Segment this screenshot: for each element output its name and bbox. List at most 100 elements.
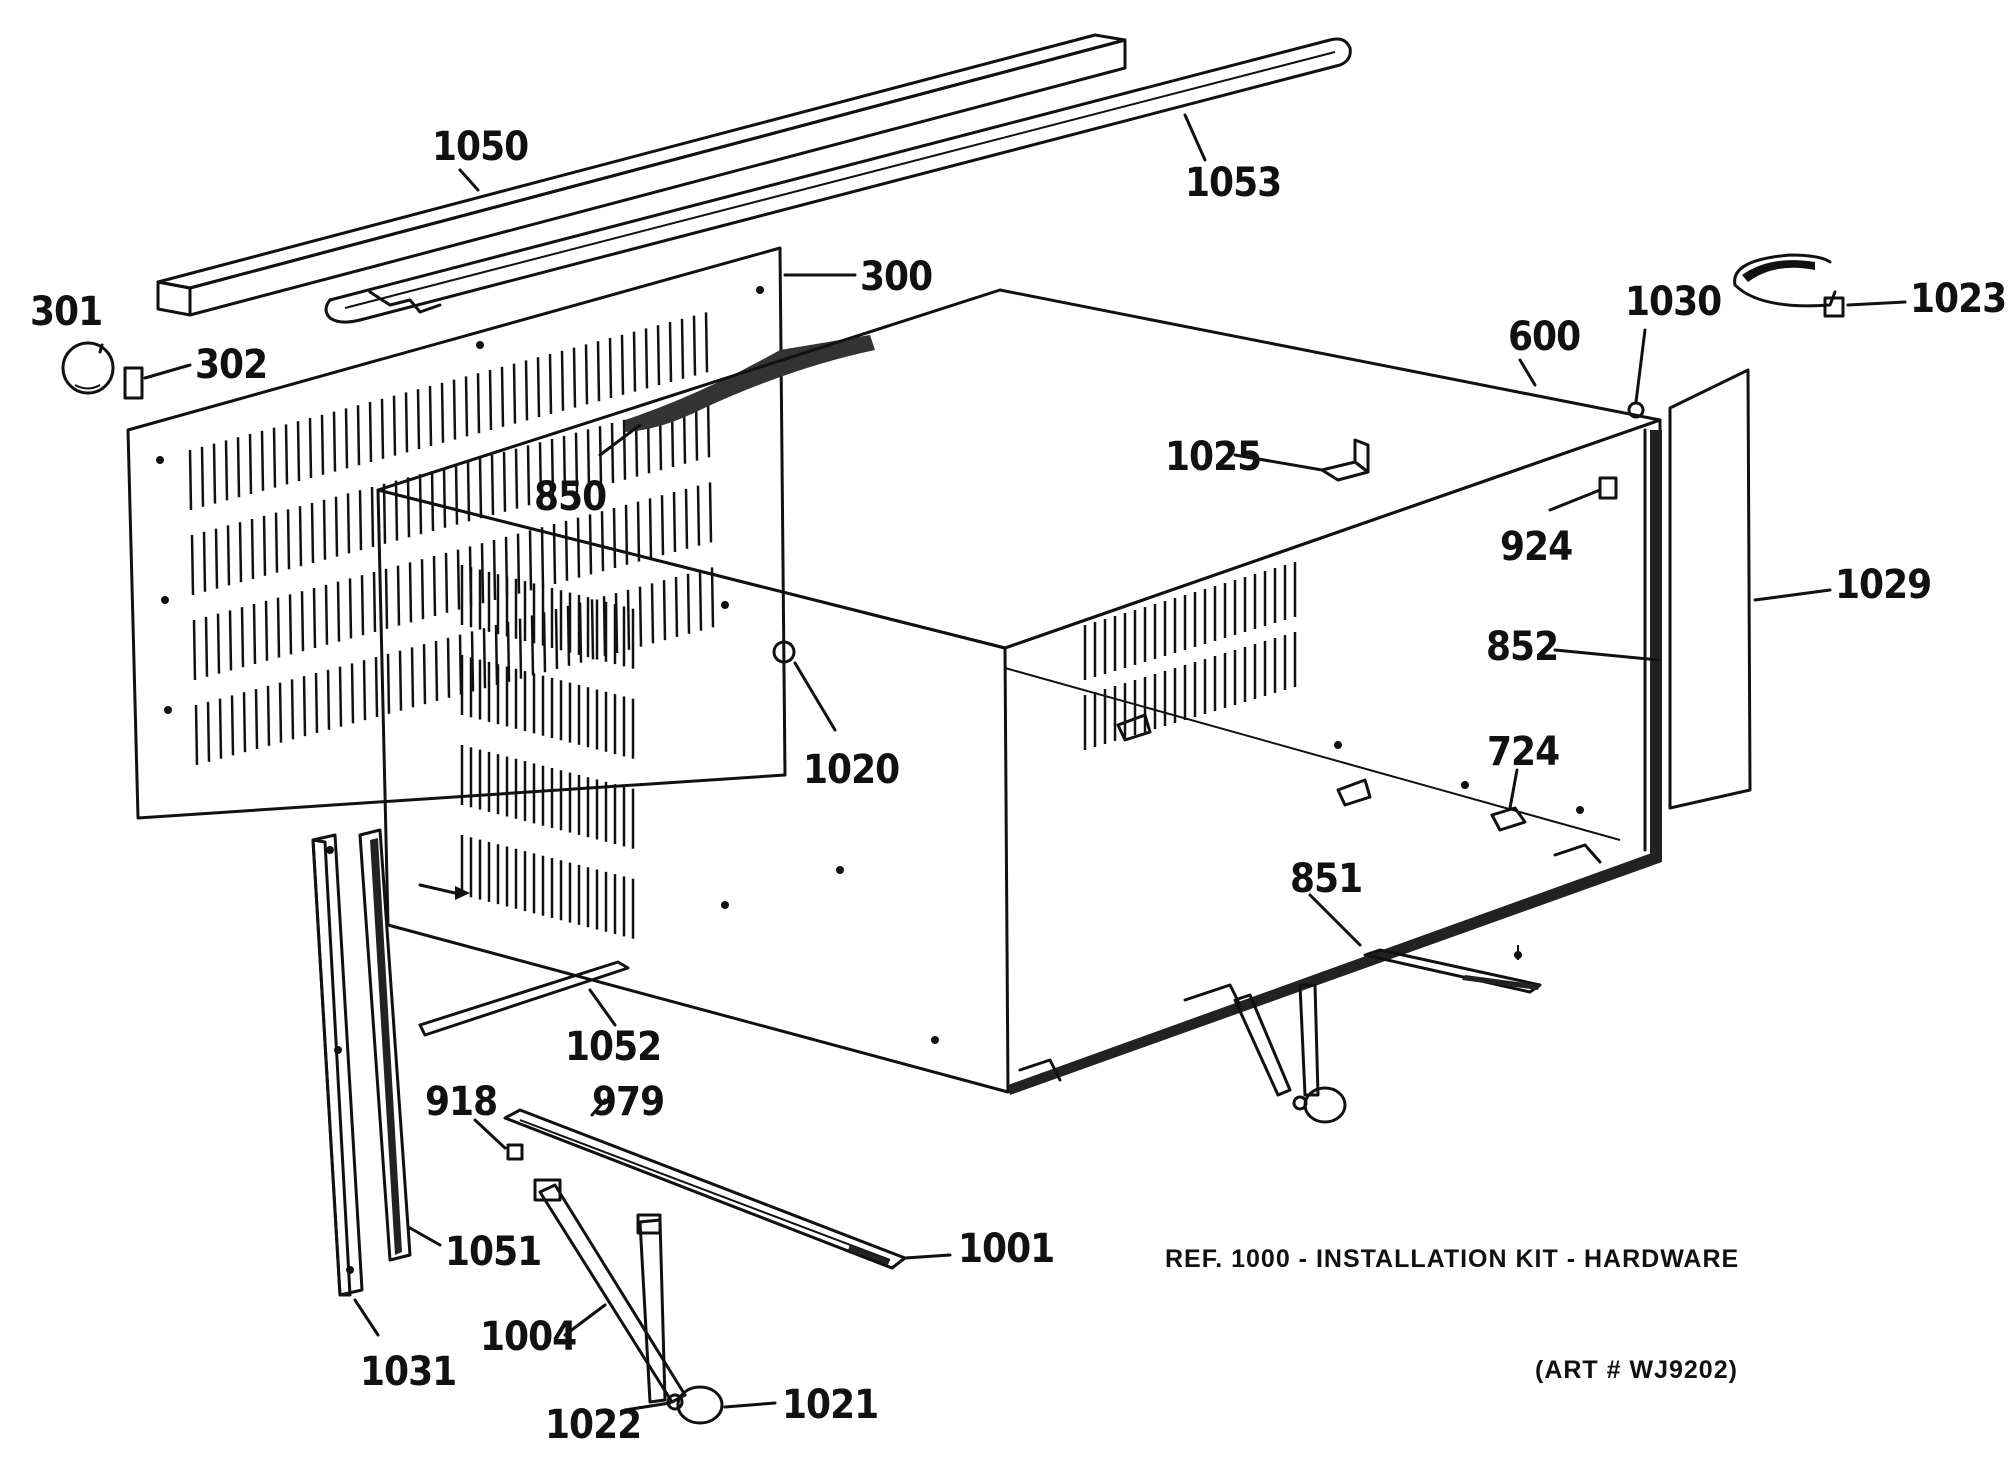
- louver-slot: [406, 477, 411, 538]
- louver-slot: [348, 578, 353, 639]
- louver-slot: [636, 501, 641, 562]
- louver-slot: [290, 679, 295, 740]
- louver-slot: [516, 533, 521, 594]
- louver-slot: [296, 421, 301, 482]
- louver-slot: [576, 517, 581, 578]
- louver-slot: [242, 692, 247, 753]
- louver-slot: [212, 443, 217, 504]
- callout-918: 918: [425, 1079, 497, 1125]
- louver-slot: [514, 448, 519, 509]
- louver-slot: [396, 565, 401, 626]
- callout-1020: 1020: [803, 747, 899, 793]
- louver-slot: [262, 515, 267, 576]
- louver-slot: [614, 592, 619, 654]
- louver-slot: [224, 440, 229, 501]
- part-1025-bracket: [1320, 438, 1370, 482]
- louver-slot: [488, 369, 493, 431]
- louver-slot: [492, 539, 497, 601]
- louver-slot: [248, 433, 253, 495]
- louver-slot: [398, 650, 403, 711]
- louver-slot: [286, 509, 291, 570]
- louver-slot: [202, 531, 207, 592]
- callout-600: 600: [1508, 314, 1580, 360]
- callout-1030: 1030: [1625, 279, 1721, 325]
- louver-slot: [502, 451, 507, 512]
- louver-slot: [434, 640, 439, 702]
- louver-slot: [456, 549, 461, 610]
- callout-1001: 1001: [958, 1226, 1054, 1272]
- louver-slot: [560, 350, 565, 411]
- louver-slot: [418, 474, 423, 535]
- louver-slot: [218, 698, 223, 759]
- louver-slot: [386, 653, 391, 714]
- louver-slot: [310, 502, 315, 564]
- louver-slot: [368, 401, 373, 463]
- part-600-cabinet: [376, 288, 1662, 1095]
- louver-slot: [408, 562, 413, 623]
- part-1020-plug: [772, 640, 796, 664]
- louver-slot: [404, 392, 409, 453]
- louver-slot: [200, 446, 205, 507]
- louver-slot: [336, 581, 341, 642]
- callout-1021: 1021: [782, 1382, 878, 1428]
- louver-slot: [284, 424, 289, 485]
- callout-924: 924: [1500, 524, 1572, 570]
- louver-slot: [288, 594, 293, 655]
- louver-slot: [440, 382, 445, 443]
- louver-slot: [548, 353, 553, 415]
- louver-slot: [312, 587, 317, 649]
- callout-724: 724: [1487, 729, 1559, 775]
- louver-slot: [566, 605, 571, 666]
- louver-slot: [600, 511, 605, 572]
- louver-slot: [536, 357, 541, 418]
- part-724-clip: [1490, 806, 1527, 832]
- louver-slot: [350, 663, 355, 724]
- louver-slot: [454, 464, 459, 525]
- louver-slot: [528, 530, 533, 591]
- louver-slot: [530, 615, 535, 676]
- callout-301: 301: [30, 289, 102, 335]
- louver-slot: [358, 490, 363, 551]
- louver-slot: [314, 672, 319, 734]
- louver-slot: [632, 331, 637, 392]
- louver-slot: [644, 328, 649, 389]
- callout-979: 979: [592, 1079, 664, 1125]
- louver-slot: [380, 398, 385, 459]
- callout-852: 852: [1486, 624, 1558, 670]
- louver-slot: [444, 552, 449, 613]
- louver-slot: [264, 600, 269, 661]
- louver-slot: [420, 559, 425, 620]
- louver-slot: [332, 411, 337, 472]
- louver-slot: [650, 583, 655, 644]
- louver-slot: [236, 437, 241, 498]
- louver-slot: [300, 591, 305, 652]
- louver-slot: [278, 682, 283, 743]
- louver-slot: [356, 405, 361, 466]
- louver-slot: [638, 586, 643, 647]
- screw: [418, 883, 470, 900]
- louver-slot: [384, 568, 389, 629]
- louver-slot: [322, 499, 327, 560]
- louver-slot: [320, 414, 325, 475]
- louver-slot: [662, 580, 667, 641]
- part-1050-rail: [156, 33, 1127, 317]
- louver-slot: [382, 483, 387, 544]
- louver-slot: [584, 344, 589, 405]
- louver-slot: [392, 395, 397, 456]
- louver-slot: [432, 555, 437, 617]
- louver-slot: [672, 491, 677, 553]
- callout-1029: 1029: [1835, 562, 1931, 608]
- louver-slot: [204, 616, 209, 677]
- louver-slot: [490, 454, 495, 516]
- louver-slot: [266, 685, 271, 746]
- louver-slot: [308, 417, 313, 479]
- part-300-front-grille: [126, 246, 787, 820]
- louver-slot: [656, 325, 661, 386]
- louver-slot: [430, 470, 435, 532]
- callout-1023: 1023: [1910, 276, 2006, 322]
- louver-slot: [346, 493, 351, 554]
- louver-slot: [416, 389, 421, 450]
- callout-851: 851: [1290, 856, 1362, 902]
- louver-slot: [482, 628, 487, 689]
- louver-slot: [190, 534, 195, 596]
